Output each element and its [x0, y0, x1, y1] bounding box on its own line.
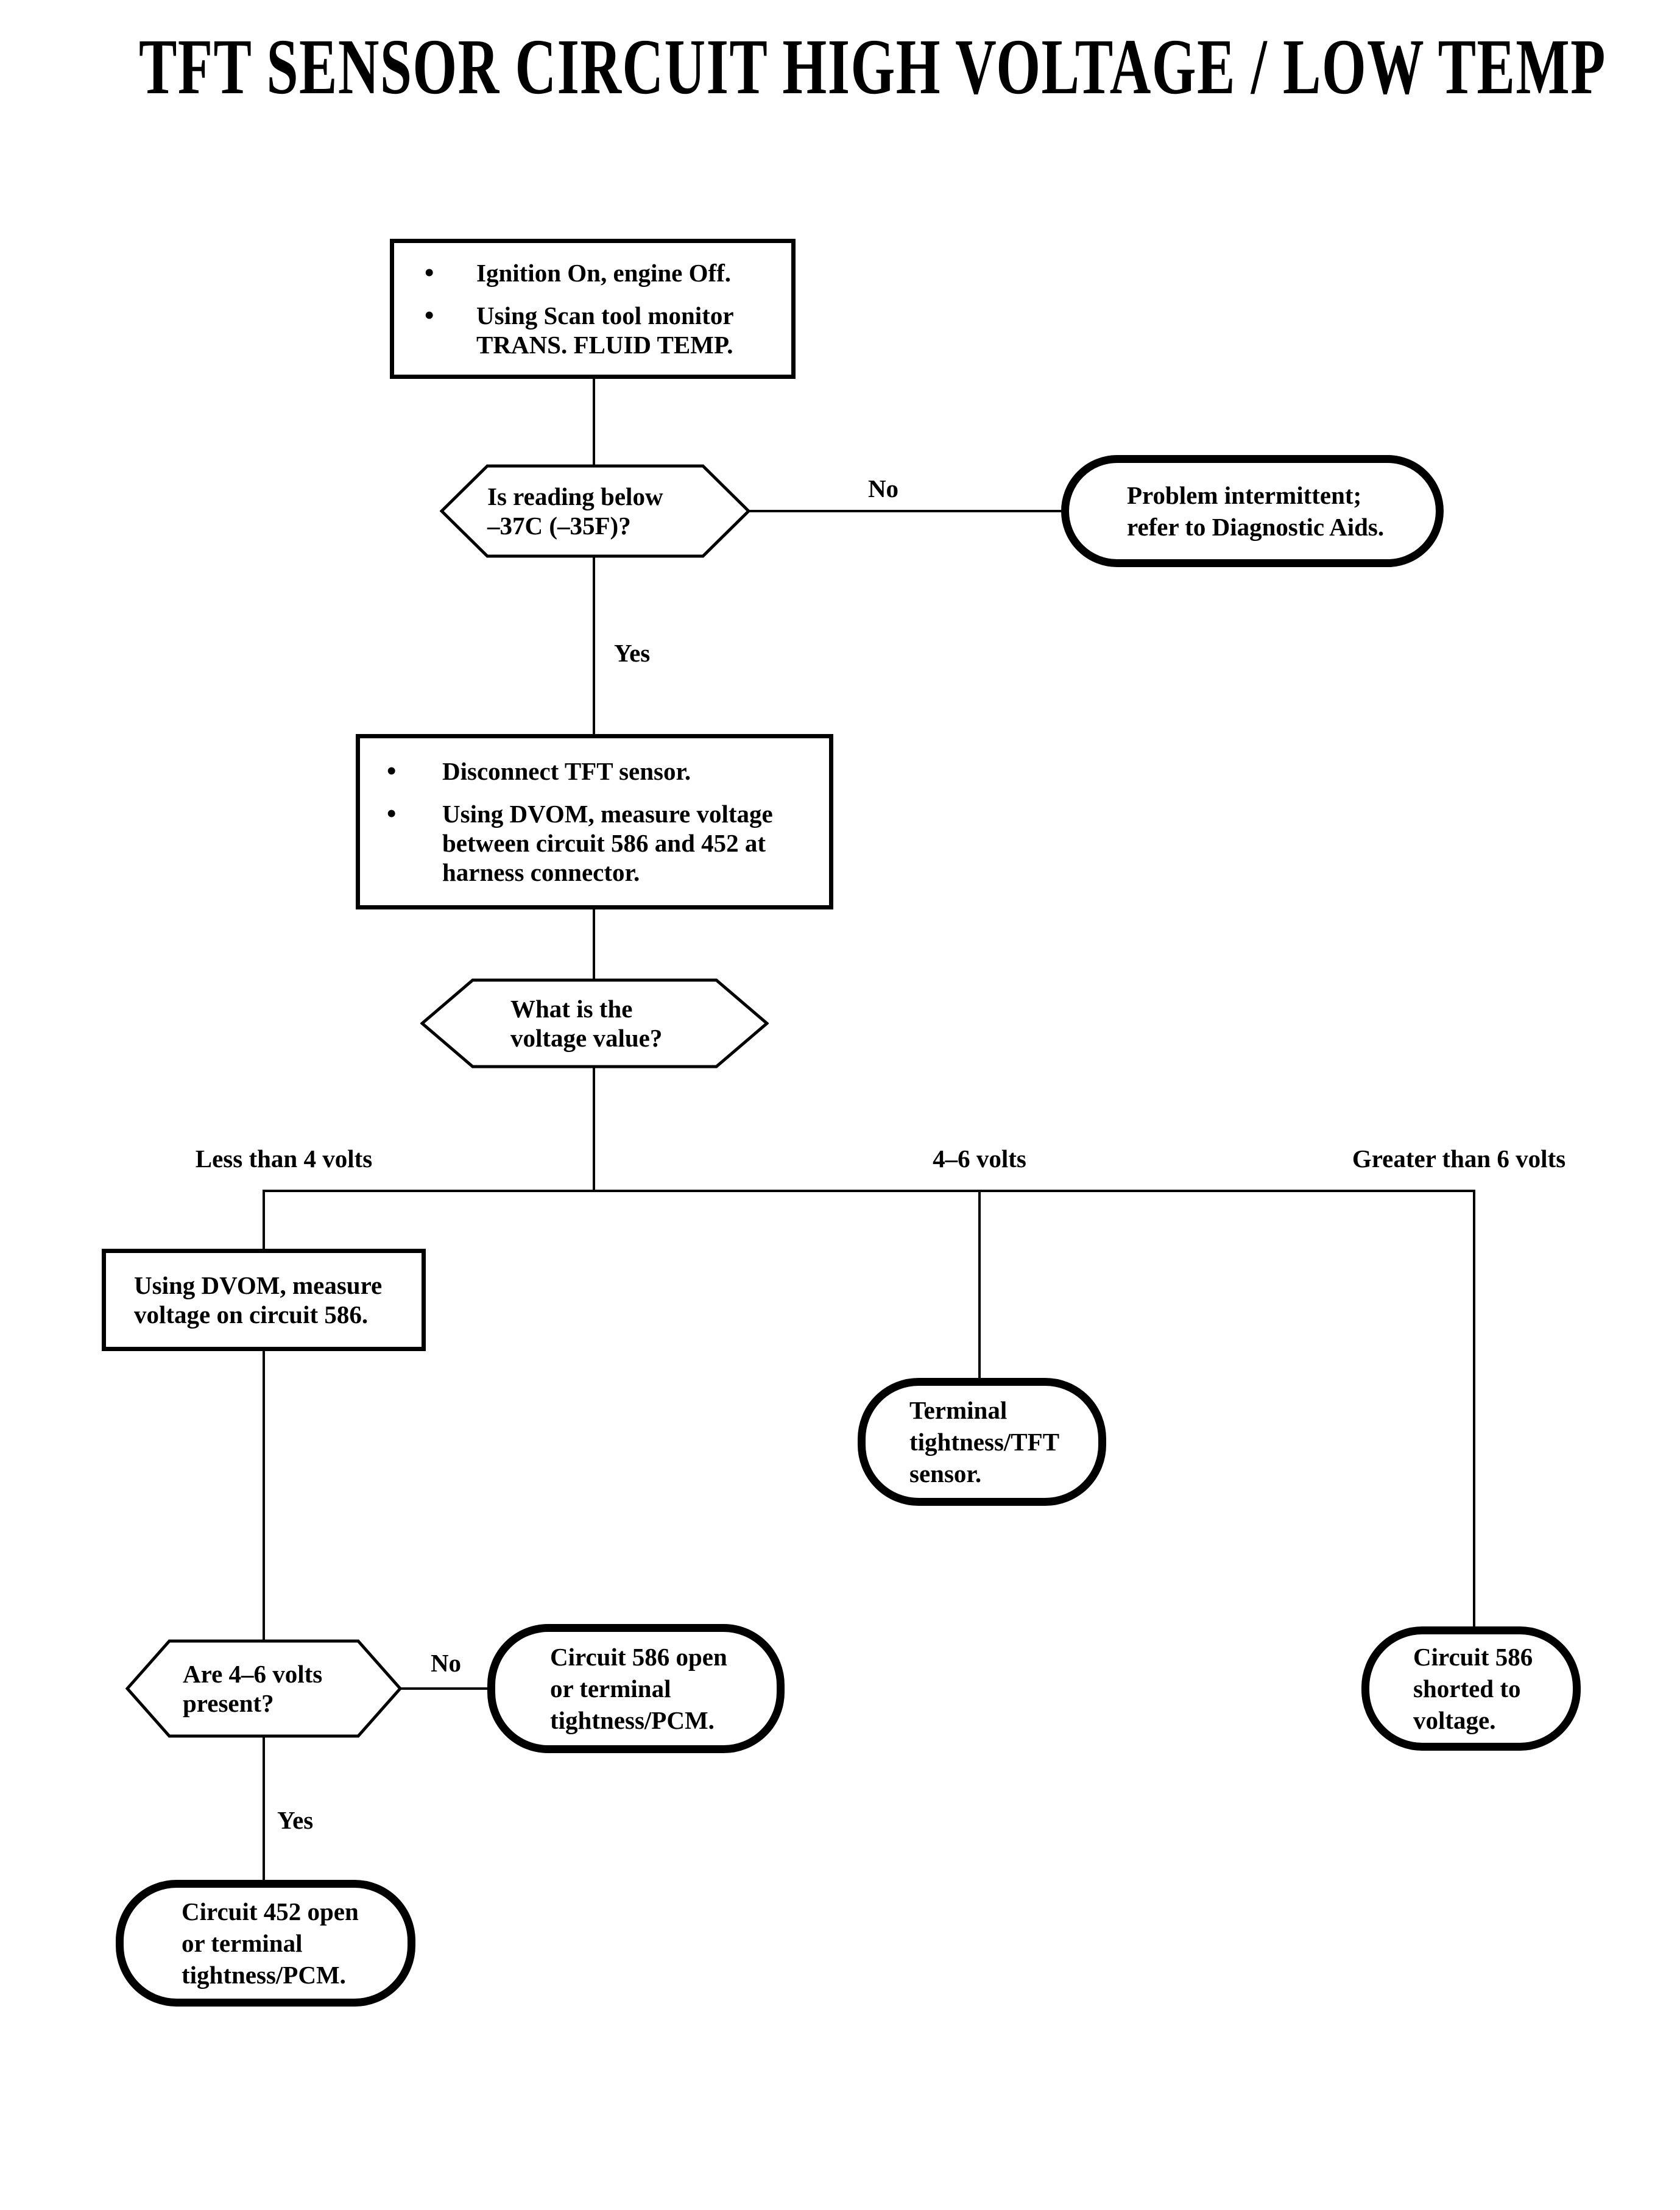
edge-label-no-1: No: [867, 475, 899, 503]
process-disconnect-measure-box: • Disconnect TFT sensor. • Using DVOM, m…: [356, 734, 833, 909]
process-measure-586-box: Using DVOM, measure voltage on circuit 5…: [102, 1249, 426, 1351]
step-text: TRANS. FLUID TEMP.: [476, 331, 733, 359]
terminal-line: Circuit 586 open: [550, 1643, 727, 1671]
terminal-line: voltage.: [1413, 1706, 1496, 1734]
step-text: Using DVOM, measure voltage: [442, 800, 773, 828]
terminal-line: Problem intermittent;: [1127, 481, 1362, 509]
bullet-icon: •: [387, 756, 397, 786]
bullet-item: • Using Scan tool monitor TRANS. FLUID T…: [425, 301, 779, 359]
connector-branch-right-down: [1473, 1190, 1475, 1628]
step-text: harness connector.: [442, 858, 640, 886]
terminal-circuit-586-open: Circuit 586 open or terminal tightness/P…: [487, 1624, 785, 1753]
decision-line: –37C (–35F)?: [487, 512, 631, 540]
decision-hexagon-reading-below: [440, 464, 750, 558]
terminal-tightness-tft-sensor: Terminal tightness/TFT sensor.: [858, 1378, 1106, 1506]
terminal-line: or terminal: [550, 1675, 671, 1703]
terminal-line: tightness/PCM.: [550, 1706, 715, 1734]
decision-line: voltage value?: [510, 1024, 663, 1052]
edge-label-greater-than-6-volts: Greater than 6 volts: [1352, 1145, 1566, 1173]
decision-line: Is reading below: [487, 482, 663, 510]
edge-label-less-than-4-volts: Less than 4 volts: [195, 1145, 373, 1173]
decision-line: Are 4–6 volts: [183, 1660, 323, 1688]
terminal-line: tightness/PCM.: [182, 1961, 346, 1989]
step-text: Ignition On, engine Off.: [476, 259, 732, 287]
step-text: between circuit 586 and 452 at: [442, 829, 766, 857]
page-title: TFT SENSOR CIRCUIT HIGH VOLTAGE / LOW TE…: [139, 23, 1606, 111]
terminal-line: Terminal: [909, 1396, 1008, 1424]
bullet-item: • Disconnect TFT sensor.: [387, 757, 817, 786]
terminal-line: Circuit 452 open: [182, 1898, 359, 1926]
step-text: Disconnect TFT sensor.: [442, 757, 691, 785]
connector-decision3-yes: [263, 1737, 265, 1881]
connector-decision3-no: [401, 1687, 489, 1690]
decision-line: What is the: [510, 995, 633, 1023]
connector-start-to-decision1: [593, 378, 595, 466]
edge-label-yes-1: Yes: [614, 639, 651, 667]
decision-text-are-46-present: Are 4–6 volts present?: [183, 1639, 365, 1739]
terminal-line: refer to Diagnostic Aids.: [1127, 513, 1385, 541]
decision-hexagon-voltage-value: [420, 978, 769, 1068]
connector-decision1-no: [749, 510, 1063, 512]
decision-text-voltage-value: What is the voltage value?: [510, 978, 711, 1069]
step-text: Using Scan tool monitor: [476, 302, 734, 330]
step-text: Using DVOM, measure: [134, 1271, 383, 1299]
edge-label-4-6-volts: 4–6 volts: [933, 1145, 1026, 1173]
terminal-problem-intermittent: Problem intermittent; refer to Diagnosti…: [1061, 455, 1444, 567]
terminal-line: sensor.: [909, 1460, 982, 1488]
connector-process3-to-decision3: [263, 1350, 265, 1641]
process-start-box: • Ignition On, engine Off. • Using Scan …: [390, 239, 796, 379]
decision-line: present?: [183, 1689, 274, 1717]
terminal-circuit-452-open: Circuit 452 open or terminal tightness/P…: [116, 1880, 415, 2007]
terminal-line: or terminal: [182, 1929, 303, 1957]
terminal-line: tightness/TFT: [909, 1428, 1060, 1456]
terminal-line: shorted to: [1413, 1675, 1521, 1703]
connector-branch-left-down: [263, 1190, 265, 1250]
connector-decision2-down: [593, 1068, 595, 1191]
connector-branch-bar: [263, 1190, 1475, 1192]
decision-text-reading-below: Is reading below –37C (–35F)?: [487, 464, 713, 559]
decision-hexagon-are-46-present: [125, 1639, 402, 1738]
bullet-icon: •: [387, 799, 397, 828]
edge-label-yes-2: Yes: [277, 1806, 314, 1834]
connector-process2-to-decision2: [593, 908, 595, 980]
connector-branch-middle-down: [978, 1190, 981, 1379]
terminal-circuit-586-shorted: Circuit 586 shorted to voltage.: [1361, 1626, 1581, 1751]
bullet-item: • Ignition On, engine Off.: [425, 258, 779, 288]
connector-decision1-yes: [593, 557, 595, 735]
step-text: voltage on circuit 586.: [134, 1301, 369, 1329]
edge-label-no-2: No: [430, 1649, 462, 1677]
bullet-icon: •: [425, 258, 434, 288]
terminal-line: Circuit 586: [1413, 1643, 1533, 1671]
bullet-item: • Using DVOM, measure voltage between ci…: [387, 799, 817, 887]
bullet-icon: •: [425, 300, 434, 330]
